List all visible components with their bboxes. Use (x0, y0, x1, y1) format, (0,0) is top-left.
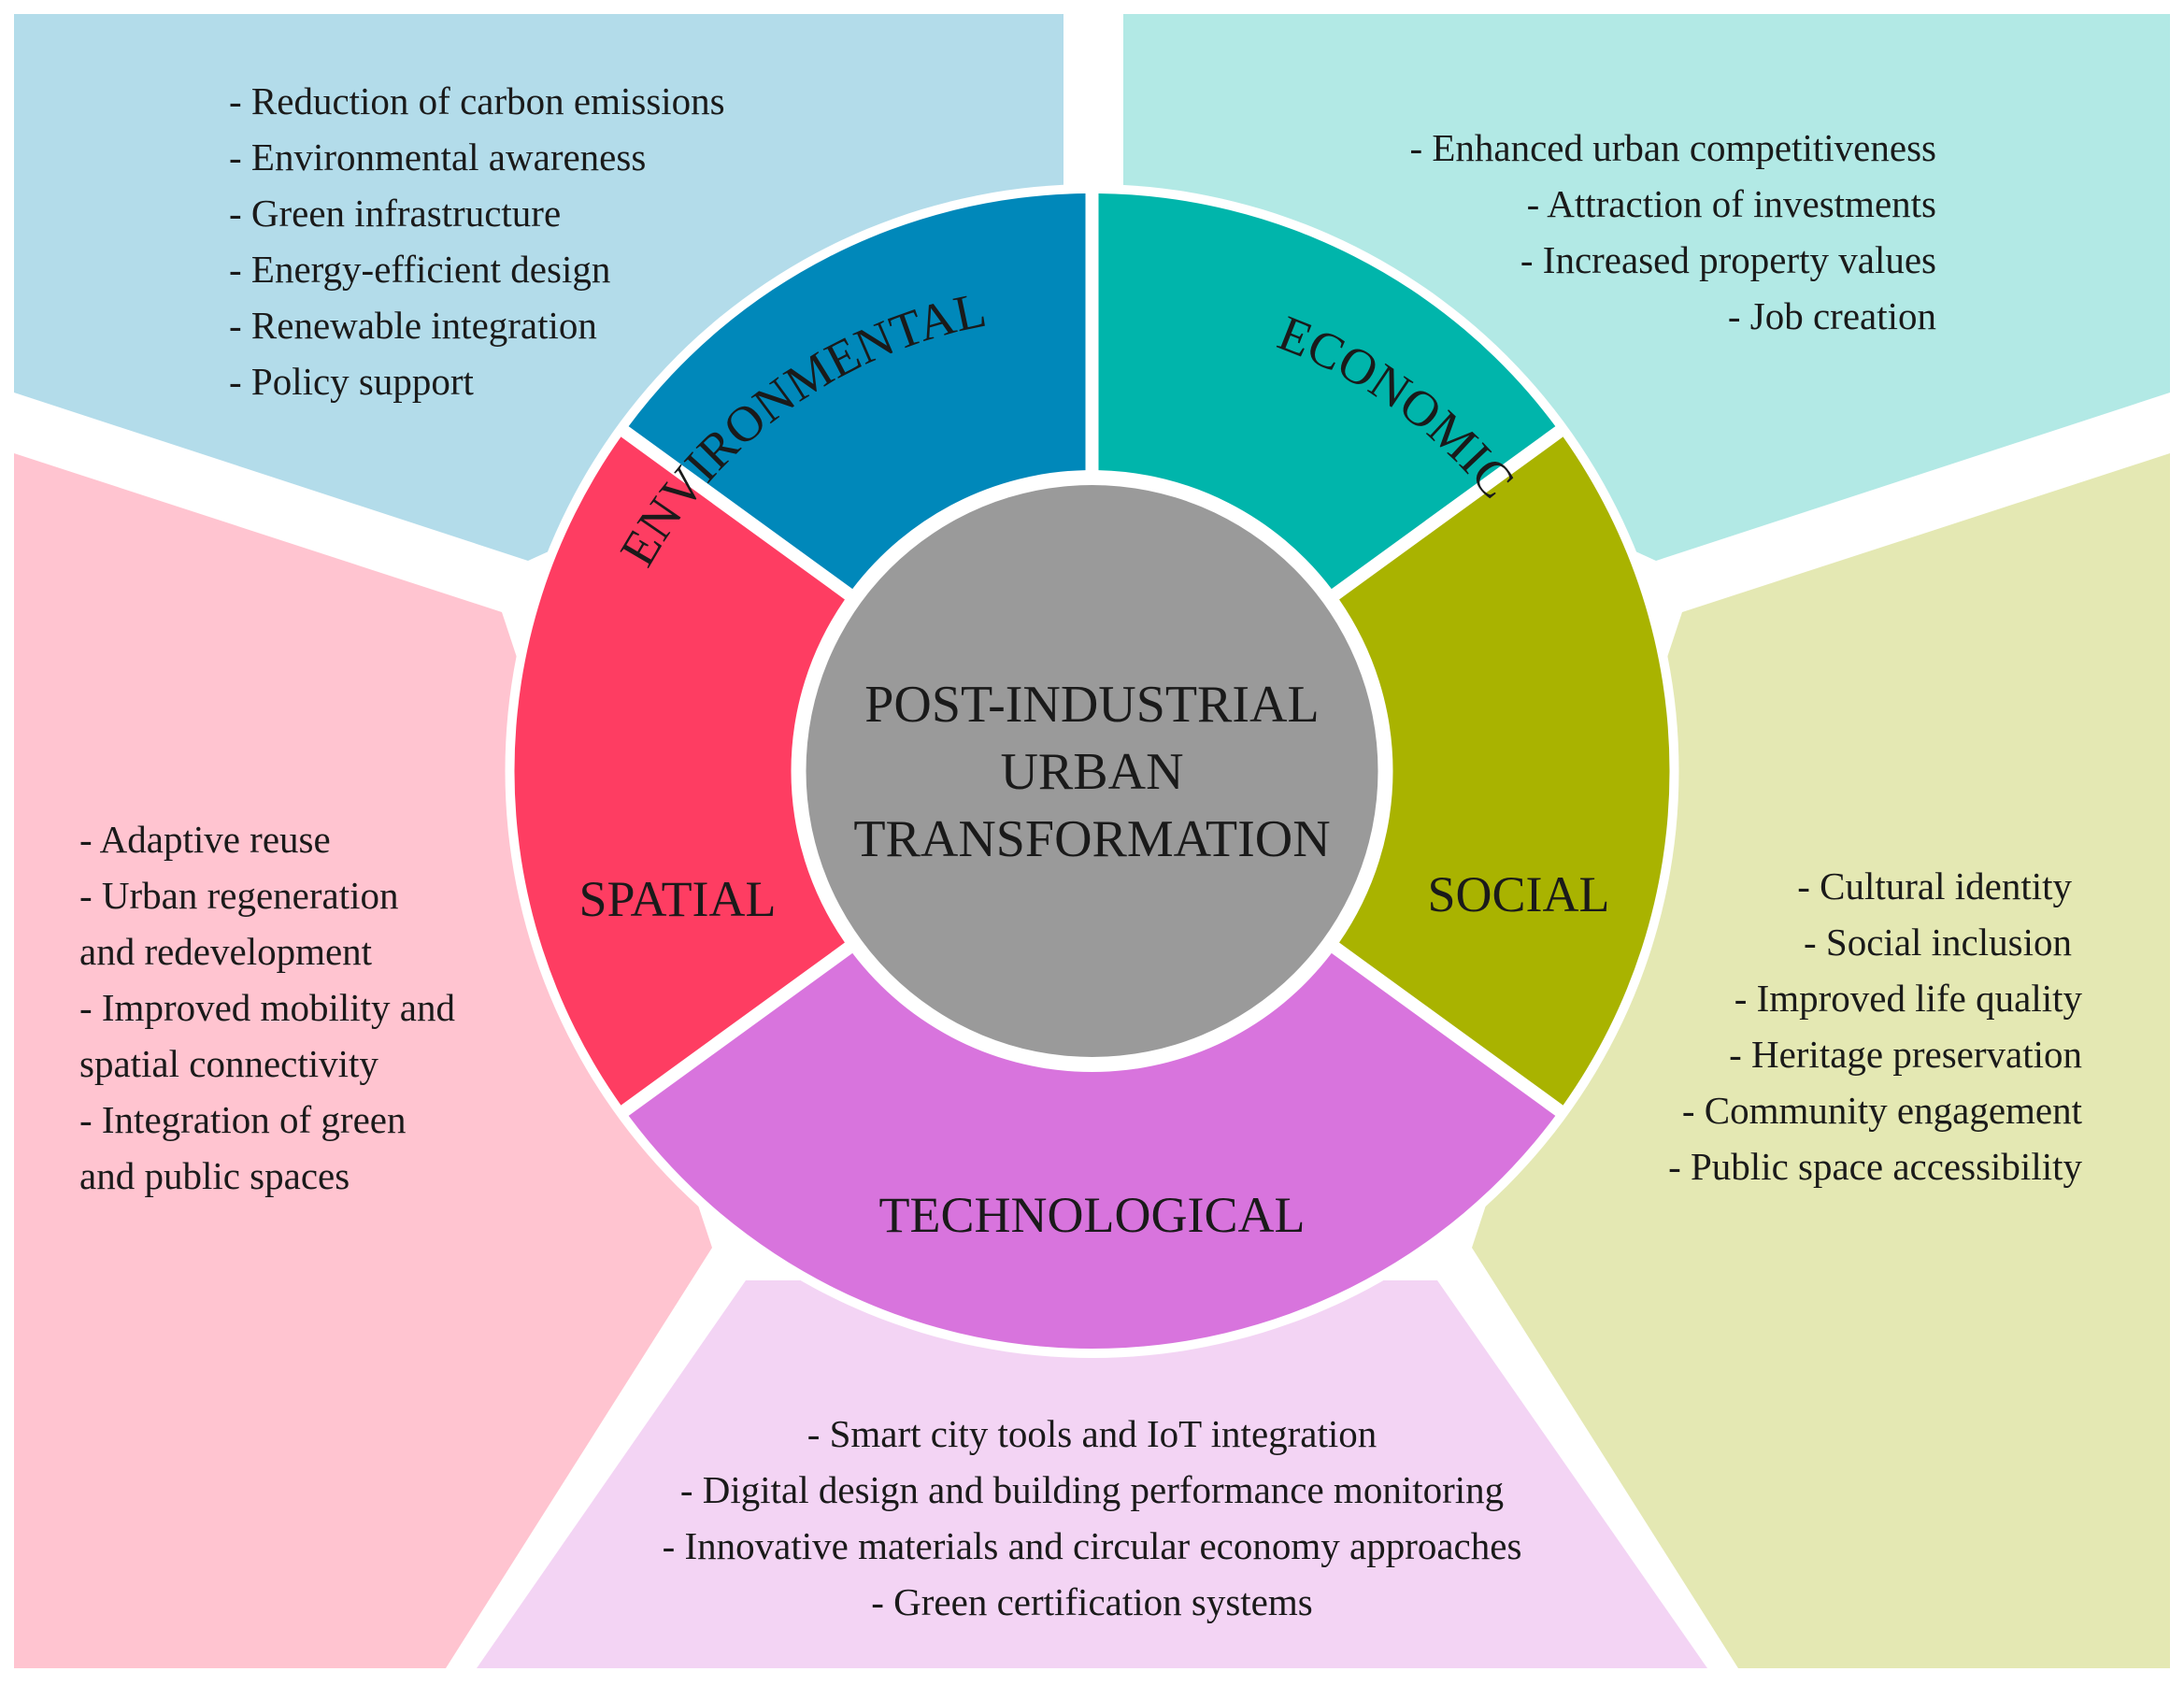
list-item: - Urban regeneration (79, 874, 399, 917)
economic-ring-sector (1098, 193, 1556, 590)
social-ring-sector (1339, 436, 1670, 1106)
list-item: - Smart city tools and IoT integration (807, 1412, 1377, 1455)
list-item: - Integration of green (79, 1098, 406, 1141)
list-item: - Social inclusion (1804, 921, 2072, 964)
list-item: - Environmental awareness (229, 136, 646, 179)
social-label: SOCIAL (1427, 866, 1609, 922)
spatial-list: - Adaptive reuse - Urban regeneration an… (79, 818, 455, 1197)
list-item: - Community engagement (1682, 1089, 2083, 1132)
list-item: spatial connectivity (79, 1042, 378, 1085)
list-item: - Attraction of investments (1527, 182, 1936, 225)
center-line-2: URBAN (1000, 743, 1183, 801)
list-item: - Energy-efficient design (229, 248, 610, 291)
ring-sectors (514, 193, 1670, 1349)
list-item: - Job creation (1728, 294, 1936, 337)
list-item: - Adaptive reuse (79, 818, 331, 861)
technological-panel (477, 1280, 1707, 1668)
center-line-1: POST-INDUSTRIAL (864, 676, 1319, 734)
list-item: - Policy support (229, 360, 475, 403)
technological-label: TECHNOLOGICAL (879, 1187, 1306, 1243)
center-label: POST-INDUSTRIAL URBAN TRANSFORMATION (853, 676, 1330, 868)
environmental-list: - Reduction of carbon emissions - Enviro… (229, 79, 725, 403)
list-item: - Reduction of carbon emissions (229, 79, 725, 122)
list-item: - Improved life quality (1734, 977, 2083, 1020)
list-item: - Increased property values (1520, 238, 1936, 281)
list-item: - Innovative materials and circular econ… (663, 1524, 1522, 1567)
list-item: - Green certification systems (871, 1580, 1312, 1623)
list-item: - Public space accessibility (1668, 1145, 2082, 1188)
center-circle (806, 485, 1378, 1057)
list-item: - Renewable integration (229, 304, 597, 347)
spatial-ring-sector (514, 436, 845, 1106)
list-item: and public spaces (79, 1154, 350, 1197)
list-item: - Improved mobility and (79, 986, 455, 1029)
economic-list: - Enhanced urban competitiveness - Attra… (1409, 126, 1936, 337)
list-item: - Cultural identity (1797, 864, 2072, 907)
spatial-label: SPATIAL (578, 871, 776, 927)
list-item: - Digital design and building performanc… (680, 1468, 1504, 1511)
list-item: - Enhanced urban competitiveness (1409, 126, 1936, 169)
center-line-3: TRANSFORMATION (853, 810, 1330, 868)
social-list: - Cultural identity - Social inclusion -… (1668, 864, 2083, 1188)
list-item: - Heritage preservation (1729, 1033, 2082, 1076)
technological-ring-sector (628, 952, 1556, 1349)
environmental-ring-sector (628, 193, 1086, 590)
list-item: and redevelopment (79, 930, 373, 973)
list-item: - Green infrastructure (229, 192, 561, 235)
technological-list: - Smart city tools and IoT integration -… (663, 1412, 1522, 1623)
